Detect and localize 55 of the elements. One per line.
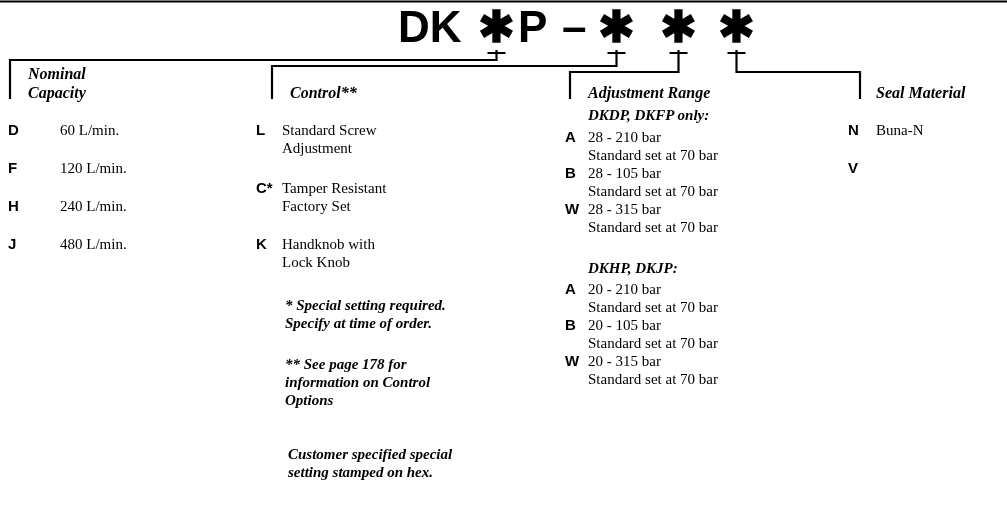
- option-code: A: [565, 280, 576, 298]
- option-value: 28 - 105 bar: [588, 164, 661, 182]
- note: Customer specified special setting stamped on hex.: [288, 445, 454, 481]
- option-value: Standard set at 70 bar: [588, 298, 718, 316]
- leader-line: [568, 48, 689, 101]
- option-code: W: [565, 352, 580, 370]
- model-code-letter: P: [518, 4, 548, 50]
- option-code: K: [256, 235, 267, 253]
- subheading: DKDP, DKFP only:: [588, 106, 710, 124]
- subheading: DKHP, DKJP:: [588, 259, 678, 277]
- column-heading: Nominal Capacity: [10, 64, 140, 102]
- option-value: Handknob with Lock Knob: [282, 235, 376, 271]
- option-code: D: [8, 121, 19, 139]
- option-value: Buna-N: [876, 121, 924, 139]
- column-heading: Adjustment Range: [570, 76, 711, 102]
- option-value: 20 - 315 bar: [588, 352, 661, 370]
- code-placeholder-field: ✱: [478, 4, 515, 50]
- column-heading: Seal Material: [860, 76, 966, 102]
- footnote: * Special setting required. Specify at time of order.: [285, 296, 447, 332]
- option-code: H: [8, 197, 19, 215]
- model-code-letters: DK: [398, 4, 462, 50]
- option-value: 20 - 210 bar: [588, 280, 661, 298]
- option-code: V: [848, 159, 858, 177]
- option-code: J: [8, 235, 17, 253]
- option-value: Standard set at 70 bar: [588, 146, 718, 164]
- leader-line: [270, 48, 627, 101]
- leader-line: [8, 48, 507, 101]
- option-value: 120 L/min.: [60, 159, 127, 177]
- option-code: B: [565, 316, 576, 334]
- option-value: Standard set at 70 bar: [588, 334, 718, 352]
- option-value: 240 L/min.: [60, 197, 127, 215]
- option-code: L: [256, 121, 266, 139]
- option-value: Standard set at 70 bar: [588, 370, 718, 388]
- code-placeholder-field: ✱: [660, 4, 697, 50]
- leader-line: [726, 48, 862, 101]
- option-code: B: [565, 164, 576, 182]
- code-placeholder-field: ✱: [718, 4, 755, 50]
- option-value: 28 - 315 bar: [588, 200, 661, 218]
- option-code: N: [848, 121, 859, 139]
- column-heading: Control**: [272, 76, 357, 102]
- code-placeholder-field: ✱: [598, 4, 635, 50]
- option-value: Standard set at 70 bar: [588, 218, 718, 236]
- option-value: 20 - 105 bar: [588, 316, 661, 334]
- footnote: ** See page 178 for information on Control Options: [285, 355, 432, 409]
- option-value: 28 - 210 bar: [588, 128, 661, 146]
- option-code: F: [8, 159, 18, 177]
- option-code: W: [565, 200, 580, 218]
- option-code: C*: [256, 179, 273, 197]
- option-code: A: [565, 128, 576, 146]
- option-value: Standard set at 70 bar: [588, 182, 718, 200]
- option-value: Standard Screw Adjustment: [282, 121, 378, 157]
- option-value: 60 L/min.: [60, 121, 120, 139]
- option-value: Tamper Resistant Factory Set: [282, 179, 388, 215]
- dash-separator: –: [562, 4, 587, 50]
- option-value: 480 L/min.: [60, 235, 127, 253]
